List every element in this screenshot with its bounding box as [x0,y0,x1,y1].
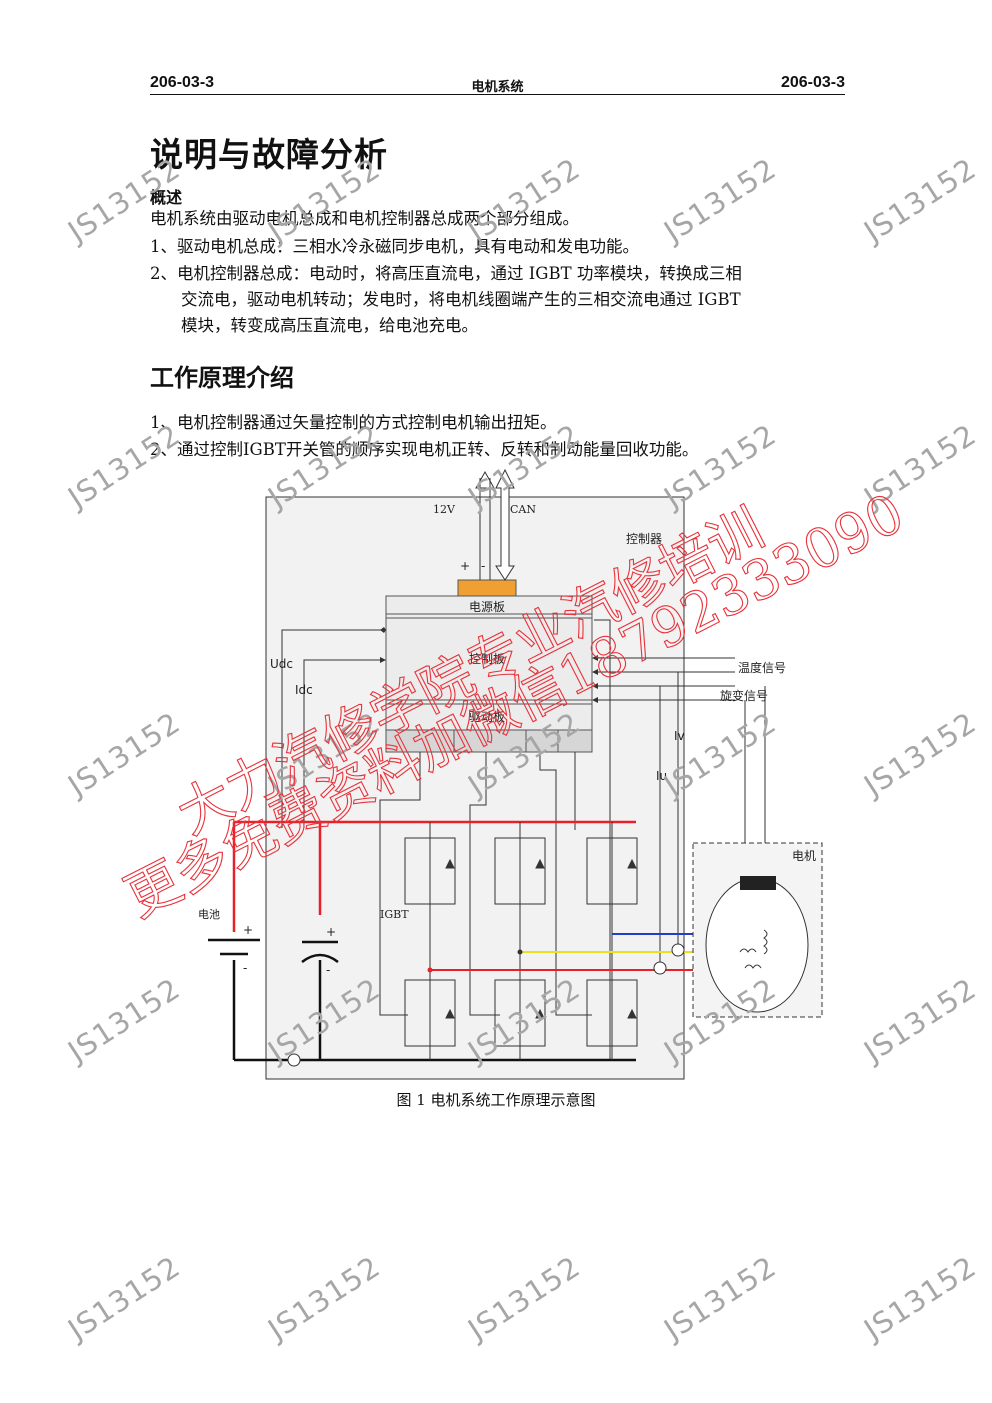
header-doc-number-right: 206-03-3 [780,74,845,91]
label-motor: 电机 [792,849,816,863]
header-section-title: 电机系统 [471,79,524,94]
principle-item-1: 1、电机控制器通过矢量控制的方式控制电机输出扭矩。 [150,413,557,432]
capacitor-minus: - [326,963,330,977]
power-connector [457,579,517,597]
figure-caption: 图 1 电机系统工作原理示意图 [396,1091,596,1109]
header-doc-number-left: 206-03-3 [150,74,215,91]
page-header: 206-03-3 电机系统 206-03-3 [150,72,845,95]
capacitor-plus: + [326,925,336,939]
label-idc: Idc [295,683,313,697]
label-iu: Iu [656,769,667,783]
overview-item-2-line-3: 模块，转变成高压直流电，给电池充电。 [181,316,478,335]
label-resolver-signal: 旋变信号 [720,688,768,703]
label-power-board: 电源板 [469,600,505,614]
overlay-line-2: 更多免费资料加微信18792333090 [115,481,913,929]
page-title: 说明与故障分析 [150,135,388,174]
label-udc: Udc [270,657,293,671]
overview-heading: 概述 [150,188,183,207]
label-igbt: IGBT [380,908,409,921]
principle-heading: 工作原理介绍 [150,364,294,392]
overview-item-2-line-1: 2、电机控制器总成：电动时，将高压直流电，通过 IGBT 功率模块，转换成三相 [150,264,742,283]
battery-plus: + [243,923,253,937]
label-iv: Iv [674,729,685,743]
label-controller: 控制器 [626,532,662,546]
overview-item-1: 1、驱动电机总成：三相水冷永磁同步电机，具有电动和发电功能。 [150,237,639,256]
label-minus: - [481,559,485,573]
label-temp-signal: 温度信号 [738,660,786,675]
principle-item-2: 2、通过控制IGBT开关管的顺序实现电机正转、反转和制动能量回收功能。 [150,440,699,459]
label-battery: 电池 [198,908,220,921]
overlay-line-1: 大力汽修学院专业汽修培训 [167,496,773,846]
label-12v: 12V [433,503,456,516]
board-stack [385,595,593,753]
label-control-board: 控制板 [469,652,505,666]
overview-item-2-line-2: 交流电，驱动电机转动；发电时，将电机线圈端产生的三相交流电通过 IGBT [181,290,741,309]
label-plus: + [460,559,470,573]
battery-minus: - [243,961,247,975]
label-can: CAN [510,503,536,516]
label-drive-board: 驱动板 [469,710,505,724]
overview-intro: 电机系统由驱动电机总成和电机控制器总成两个部分组成。 [150,209,579,228]
